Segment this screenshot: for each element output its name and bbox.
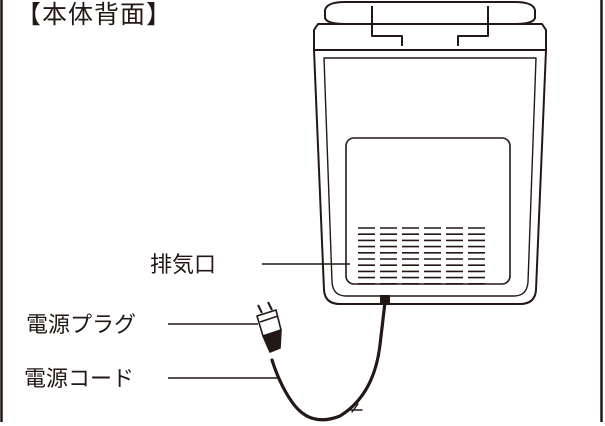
lid [313, 1, 547, 51]
power-plug-label: 電源プラグ [26, 313, 137, 338]
exhaust-label: 排気口 [150, 253, 217, 278]
diagram-title: 【本体背面】 [16, 0, 173, 29]
cord-socket [380, 295, 390, 305]
power-cord [270, 300, 387, 422]
power-plug [256, 301, 282, 353]
leader-lines [168, 263, 350, 379]
exhaust-vent [358, 227, 485, 285]
power-cord-label: 電源コード [24, 367, 135, 392]
